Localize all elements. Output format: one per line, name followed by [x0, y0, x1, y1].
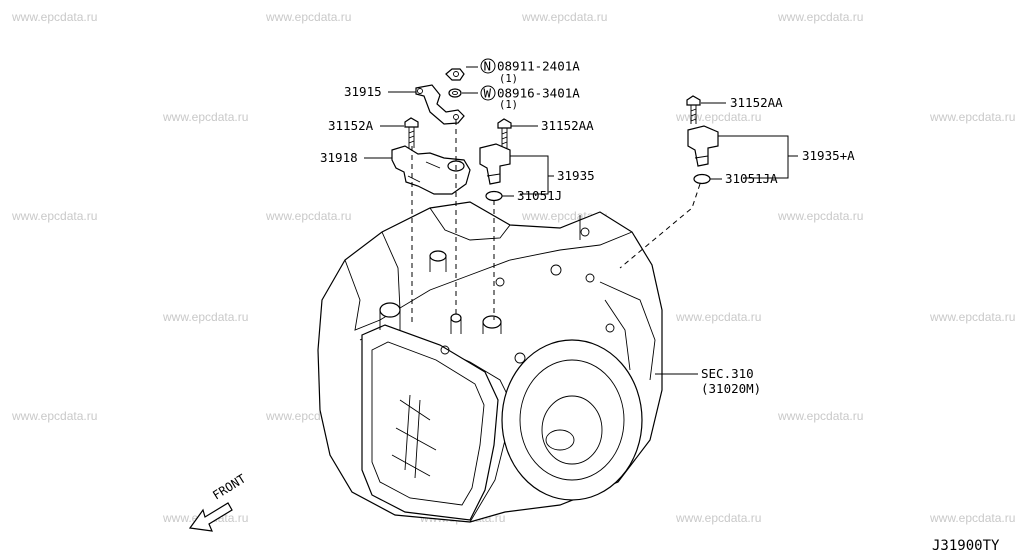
oring-31051j — [485, 190, 503, 202]
bracket-31915 — [415, 84, 465, 125]
watermark-text: www.epcdata.ru — [929, 511, 1015, 525]
sensor-31935a — [687, 125, 719, 167]
label-bolt-mid: 31152AA — [541, 118, 594, 133]
watermark-text: www.epcdata.ru — [11, 209, 97, 223]
label-bolt-right: 31152AA — [730, 95, 783, 110]
watermark-text: www.epcdata.ru — [675, 110, 761, 124]
watermark-text: www.epcdata.ru — [675, 511, 761, 525]
label-washer-code: 08916-3401A — [497, 86, 580, 101]
label-bolt-left: 31152A — [328, 118, 374, 133]
watermark-text: www.epcdata.ru — [675, 310, 761, 324]
sensor-31918 — [391, 145, 471, 195]
nut-symbol: N — [484, 59, 492, 74]
callout-labels: N 08911-2401A (1) W 08916-3401A (1) 3191… — [320, 58, 855, 396]
watermark-text: www.epcdata.ru — [11, 10, 97, 24]
watermark-text: www.epcdata.ru — [265, 209, 351, 223]
label-nut-code: 08911-2401A — [497, 59, 580, 74]
label-sensor-left: 31918 — [320, 150, 358, 165]
watermark-text: www.epcdata.ru — [265, 10, 351, 24]
assembly-lines — [411, 120, 701, 322]
label-sec-ref: SEC.310 — [701, 366, 754, 381]
transmission-housing — [317, 201, 663, 523]
label-nut-qty: (1) — [499, 73, 518, 85]
watermark-layer: www.epcdata.ru www.epcdata.ru www.epcdat… — [11, 10, 1015, 525]
bolt-31152a — [404, 117, 419, 148]
watermark-text: www.epcdata.ru — [777, 10, 863, 24]
bolt-31152aa-mid — [497, 118, 512, 148]
nut-symbol-circle — [480, 58, 496, 74]
label-sensor-right: 31935+A — [802, 148, 855, 163]
watermark-text: www.epcdata.ru — [162, 310, 248, 324]
label-oring-right: 31051JA — [725, 171, 778, 186]
watermark-text: www.epcdata.ru — [11, 409, 97, 423]
washer-symbol-circle — [480, 85, 496, 101]
sensor-31935 — [479, 143, 511, 185]
label-sec-ref-part: (31020M) — [701, 381, 761, 396]
bolt-31152aa-right — [686, 95, 701, 124]
front-label: FRONT — [210, 472, 248, 503]
oring-31051ja — [693, 173, 711, 185]
watermark-text: www.epcdata.ru — [929, 310, 1015, 324]
label-sensor-mid: 31935 — [557, 168, 595, 183]
label-oring-mid: 31051J — [517, 188, 562, 203]
label-washer-qty: (1) — [499, 99, 518, 111]
watermark-text: www.epcdata.ru — [777, 209, 863, 223]
washer-08916 — [448, 88, 462, 98]
diagram-code: J31900TY — [932, 538, 1000, 554]
nut-08911 — [445, 68, 465, 81]
watermark-text: www.epcdata.ru — [521, 10, 607, 24]
front-arrow-icon — [188, 502, 233, 532]
leader-lines — [364, 66, 798, 375]
watermark-text: www.epcdata.ru — [162, 110, 248, 124]
watermark-text: www.epcdata.ru — [929, 110, 1015, 124]
label-bracket: 31915 — [344, 84, 382, 99]
watermark-text: www.epcdata.ru — [777, 409, 863, 423]
washer-symbol: W — [484, 86, 492, 101]
